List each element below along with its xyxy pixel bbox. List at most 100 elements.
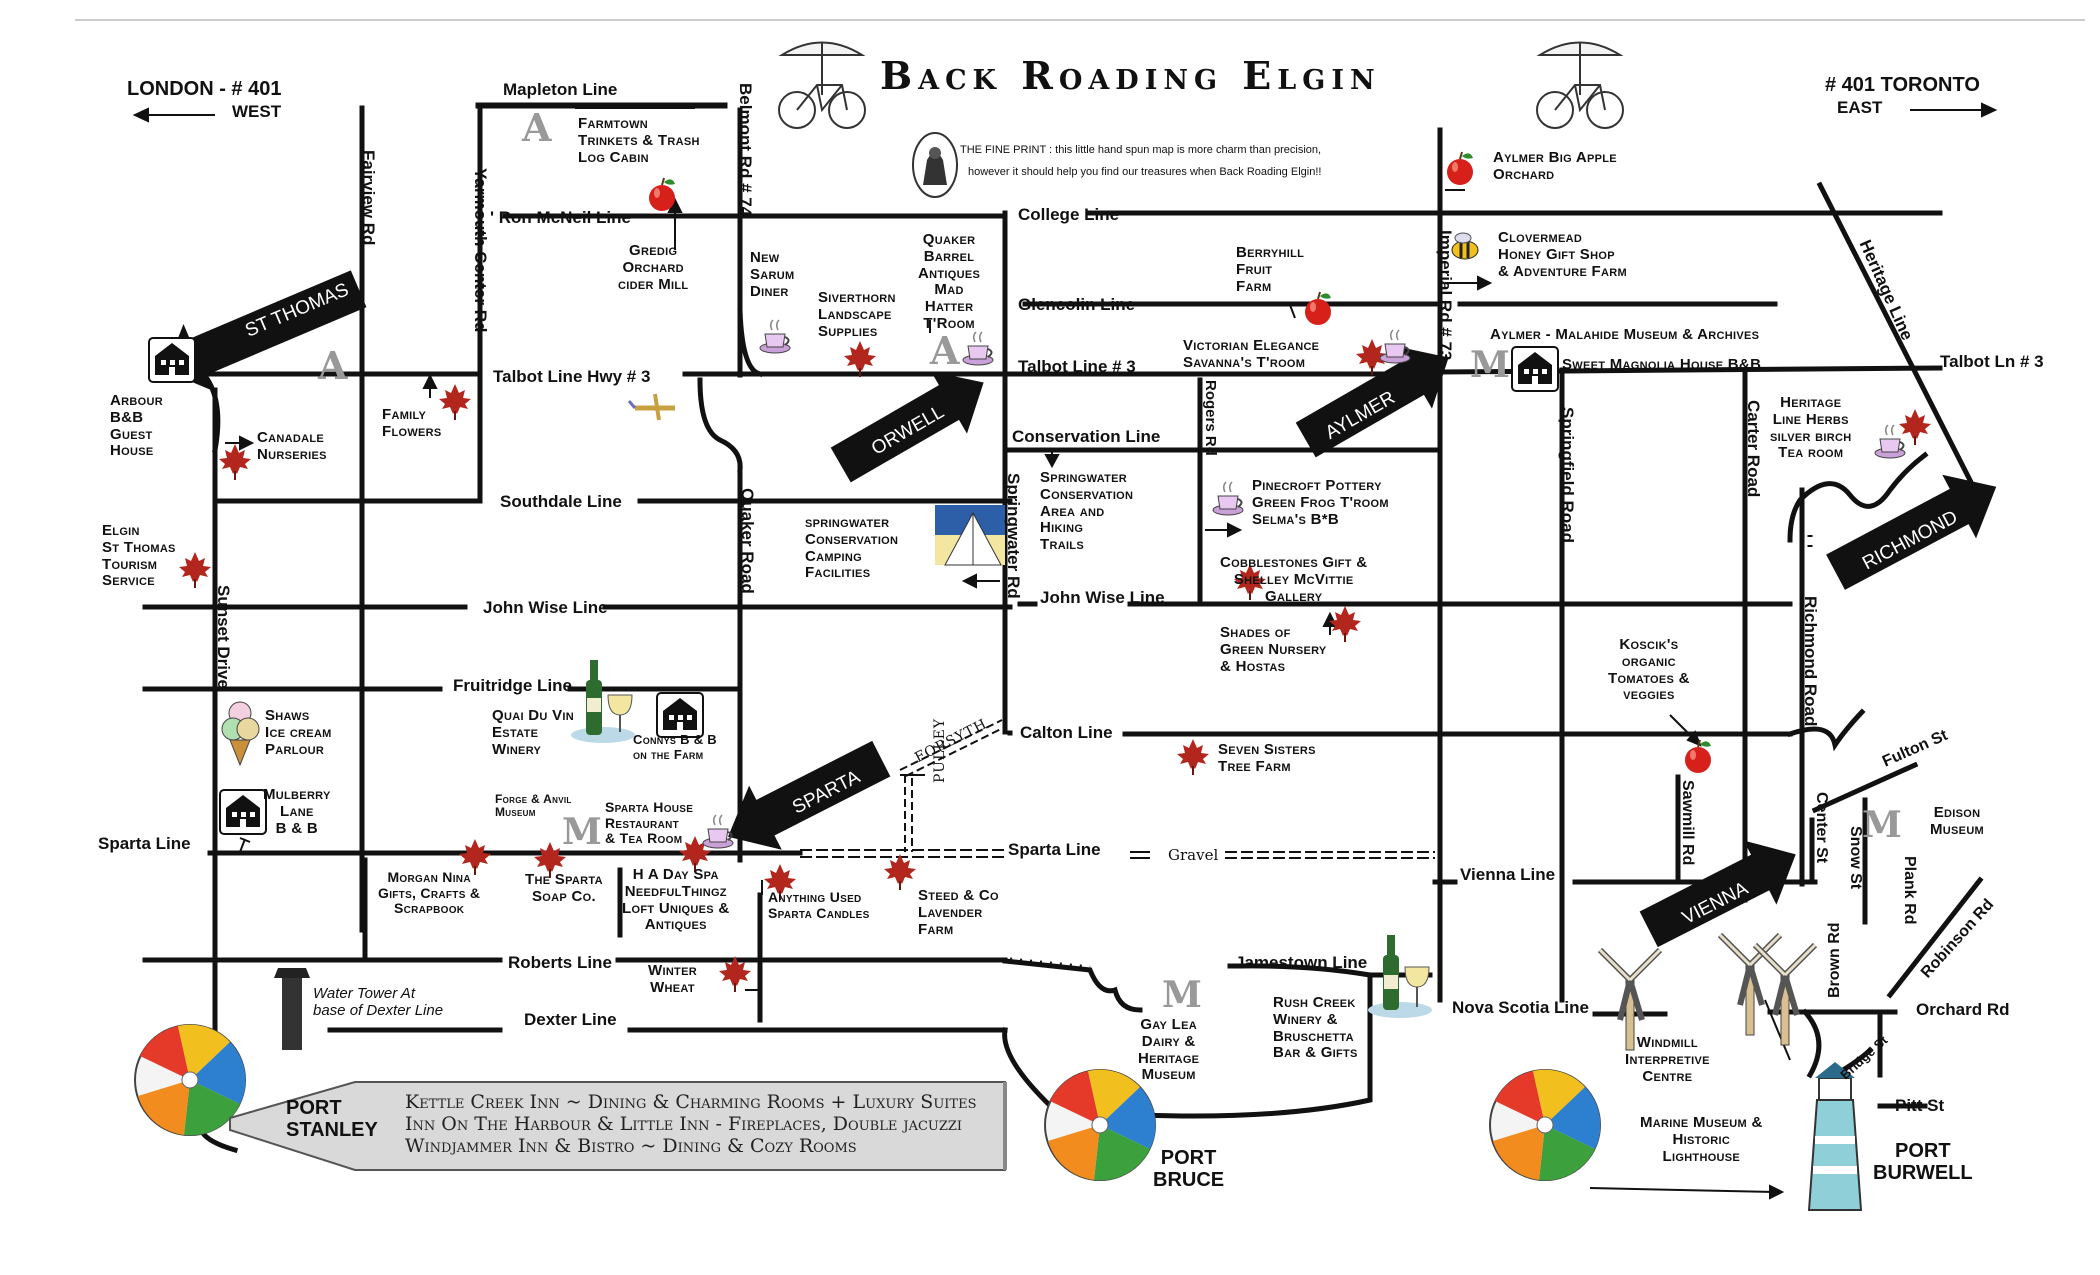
poi-sparta-soap[interactable]: The Sparta Soap Co.	[525, 871, 603, 905]
poi-victorian-elegance[interactable]: Victorian Elegance Savanna's T'room	[1183, 337, 1320, 371]
poi-rush-creek[interactable]: Rush Creek Winery & Bruschetta Bar & Gif…	[1273, 994, 1358, 1062]
poi-berryhill[interactable]: Berryhill Fruit Farm	[1236, 244, 1305, 295]
poi-new-sarum-diner[interactable]: New Sarum Diner	[750, 249, 795, 300]
town-port-bruce[interactable]: PORT BRUCE	[1153, 1147, 1225, 1192]
road-yarmouth: Yarmouth Center Rd	[471, 168, 490, 333]
road-dexter: Dexter Line	[524, 1010, 617, 1029]
road-talbot-center: Talbot Line # 3	[1018, 357, 1136, 376]
poi-windmill-centre[interactable]: Windmill Interpretive Centre	[1625, 1034, 1710, 1085]
poi-clovermead[interactable]: Clovermead Honey Gift Shop & Adventure F…	[1498, 229, 1627, 280]
poi-shades-of-green[interactable]: Shades of Green Nursery & Hostas	[1220, 624, 1327, 675]
poi-forge-anvil[interactable]: Forge & Anvil Museum	[495, 792, 572, 820]
road-gravel: Gravel	[1168, 846, 1219, 864]
road-brown: Brown Rd	[1826, 922, 1843, 998]
road-springwater: Springwater Rd	[1004, 473, 1023, 599]
map-title: Back Roading Elgin	[880, 53, 1381, 98]
poi-aylmer-museum[interactable]: Aylmer - Malahide Museum & Archives	[1490, 326, 1760, 343]
badge-m-3: M	[1862, 804, 1902, 846]
road-pulley: PULLEY	[932, 717, 948, 783]
road-glencolin: Glencolin Line	[1018, 295, 1136, 314]
banner-windjammer[interactable]: Windjammer Inn & Bistro ~ Dining & Cozy …	[405, 1135, 857, 1157]
poi-pinecroft[interactable]: Pinecroft Pottery Green Frog T'room Selm…	[1252, 477, 1389, 528]
poi-canadale[interactable]: Canadale Nurseries	[257, 429, 327, 463]
road-john-wise-west: John Wise Line	[483, 598, 608, 617]
town-port-stanley-line2[interactable]: STANLEY	[286, 1119, 378, 1141]
poi-mulberry-lane[interactable]: Mulberry Lane B & B	[263, 786, 331, 837]
road-fairview: Fairview Rd	[359, 150, 378, 246]
poi-connys-bb[interactable]: Connys B & B on the Farm	[633, 732, 717, 762]
road-snow-st: Snow St	[1847, 826, 1864, 890]
road-pitt-st: Pitt St	[1895, 1096, 1945, 1115]
poi-heritage-line-herbs[interactable]: Heritage Line Herbs silver birch Tea roo…	[1770, 394, 1852, 462]
road-ron-mcneil: ' Ron McNeil Line	[490, 208, 631, 227]
poi-arbour-bb[interactable]: Arbour B&B Guest House	[110, 392, 163, 460]
road-talbot-west: Talbot Line Hwy # 3	[493, 367, 651, 386]
road-jamestown: Jamestown Line	[1235, 953, 1368, 972]
poi-sparta-house[interactable]: Sparta House Restaurant & Tea Room	[605, 799, 694, 847]
banner-kettle-creek[interactable]: Kettle Creek Inn ~ Dining & Charming Roo…	[405, 1091, 977, 1113]
poi-marine-museum[interactable]: Marine Museum & Historic Lighthouse	[1640, 1114, 1763, 1165]
fine-print-line1: THE FINE PRINT : this little hand spun m…	[960, 144, 1322, 156]
badge-m-1: M	[1470, 344, 1510, 386]
road-nova-scotia: Nova Scotia Line	[1452, 998, 1589, 1017]
road-springfield: Springfield Road	[1558, 407, 1577, 543]
road-imperial: Imperial Rd # 73	[1436, 230, 1455, 361]
poi-siverthorn[interactable]: Siverthorn Landscape Supplies	[818, 289, 896, 340]
poi-family-flowers[interactable]: Family Flowers	[382, 406, 442, 440]
poi-gredig-orchard[interactable]: Gredig Orchard cider Mill	[618, 242, 689, 293]
poi-water-tower[interactable]: Water Tower At base of Dexter Line	[313, 985, 444, 1019]
road-southdale: Southdale Line	[500, 492, 622, 511]
road-belmont: Belmont Rd # 74	[736, 83, 755, 217]
road-calton: Calton Line	[1020, 723, 1113, 742]
road-roberts: Roberts Line	[508, 953, 612, 972]
road-sparta-west: Sparta Line	[98, 834, 191, 853]
poi-cobblestones[interactable]: Cobblestones Gift & Shelley McVittie Gal…	[1220, 554, 1368, 605]
poi-aylmer-big-apple[interactable]: Aylmer Big Apple Orchard	[1493, 149, 1617, 183]
poi-edison-museum[interactable]: Edison Museum	[1930, 804, 1985, 838]
badge-a-2: A	[318, 343, 348, 388]
badge-a-3: A	[930, 328, 960, 373]
road-fruitridge: Fruitridge Line	[453, 676, 572, 695]
poi-farmtown[interactable]: Farmtown Trinkets & Trash Log Cabin	[578, 115, 700, 166]
poi-seven-sisters[interactable]: Seven Sisters Tree Farm	[1218, 741, 1316, 775]
poi-morgan-nina[interactable]: Morgan Nina Gifts, Crafts & Scrapbook	[378, 869, 481, 917]
poi-elgin-tourism[interactable]: Elgin St Thomas Tourism Service	[102, 522, 176, 590]
road-college: College Line	[1018, 205, 1120, 224]
poi-gay-lea[interactable]: Gay Lea Dairy & Heritage Museum	[1138, 1016, 1200, 1084]
road-center-st: Center St	[1813, 792, 1830, 864]
direction-west-line2: WEST	[232, 102, 282, 121]
poi-steed-co[interactable]: Steed & Co Lavender Farm	[918, 887, 999, 938]
poi-sweet-magnolia[interactable]: Sweet Magnolia House B&B	[1562, 356, 1762, 373]
road-vienna: Vienna Line	[1460, 865, 1556, 884]
direction-east-line2: EAST	[1837, 98, 1883, 117]
road-mapleton: Mapleton Line	[503, 80, 618, 99]
road-talbot-east: Talbot Ln # 3	[1940, 352, 2044, 371]
road-quaker: Quaker Road	[738, 488, 757, 594]
banner-inn-on-harbour[interactable]: Inn On The Harbour & Little Inn - Firepl…	[405, 1113, 963, 1135]
poi-h-a-day-spa[interactable]: H A Day Spa NeedfulThingz Loft Uniques &…	[622, 866, 730, 934]
road-carter: Carter Road	[1744, 400, 1763, 498]
road-sparta-center: Sparta Line	[1008, 840, 1101, 859]
poi-springwater-area[interactable]: Springwater Conservation Area and Hiking…	[1040, 469, 1134, 554]
town-port-stanley-line1[interactable]: PORT	[286, 1097, 342, 1119]
road-conservation: Conservation Line	[1012, 427, 1161, 446]
road-orchard: Orchard Rd	[1916, 1000, 2010, 1019]
road-john-wise-east: John Wise Line	[1040, 588, 1165, 607]
poi-quai-du-vin[interactable]: Quai Du Vin Estate Winery	[492, 707, 575, 758]
poi-springwater-camping[interactable]: springwater Conservation Camping Facilit…	[805, 514, 899, 582]
direction-west-line1: LONDON - # 401	[127, 78, 282, 100]
road-plank-rd: Plank Rd	[1901, 856, 1918, 925]
town-port-burwell[interactable]: PORT BURWELL	[1873, 1140, 1973, 1185]
road-richmond: Richmond Road	[1801, 596, 1820, 727]
road-sawmill: Sawmill Rd	[1679, 780, 1696, 866]
poi-anything-used[interactable]: Anything Used Sparta Candles	[768, 889, 870, 921]
badge-m-4: M	[1162, 974, 1202, 1016]
poi-quaker-barrel[interactable]: Quaker Barrel Antiques Mad Hatter T'Room	[918, 231, 981, 332]
poi-shaws-ice-cream[interactable]: Shaws Ice cream Parlour	[265, 707, 332, 758]
fine-print-line2: however it should help you find our trea…	[968, 166, 1322, 178]
poi-winter-wheat[interactable]: Winter Wheat	[648, 962, 697, 996]
poi-koscik[interactable]: Koscik's organic Tomatoes & veggies	[1608, 636, 1690, 704]
direction-east-line1: # 401 TORONTO	[1825, 74, 1980, 96]
badge-m-2: M	[562, 811, 602, 853]
